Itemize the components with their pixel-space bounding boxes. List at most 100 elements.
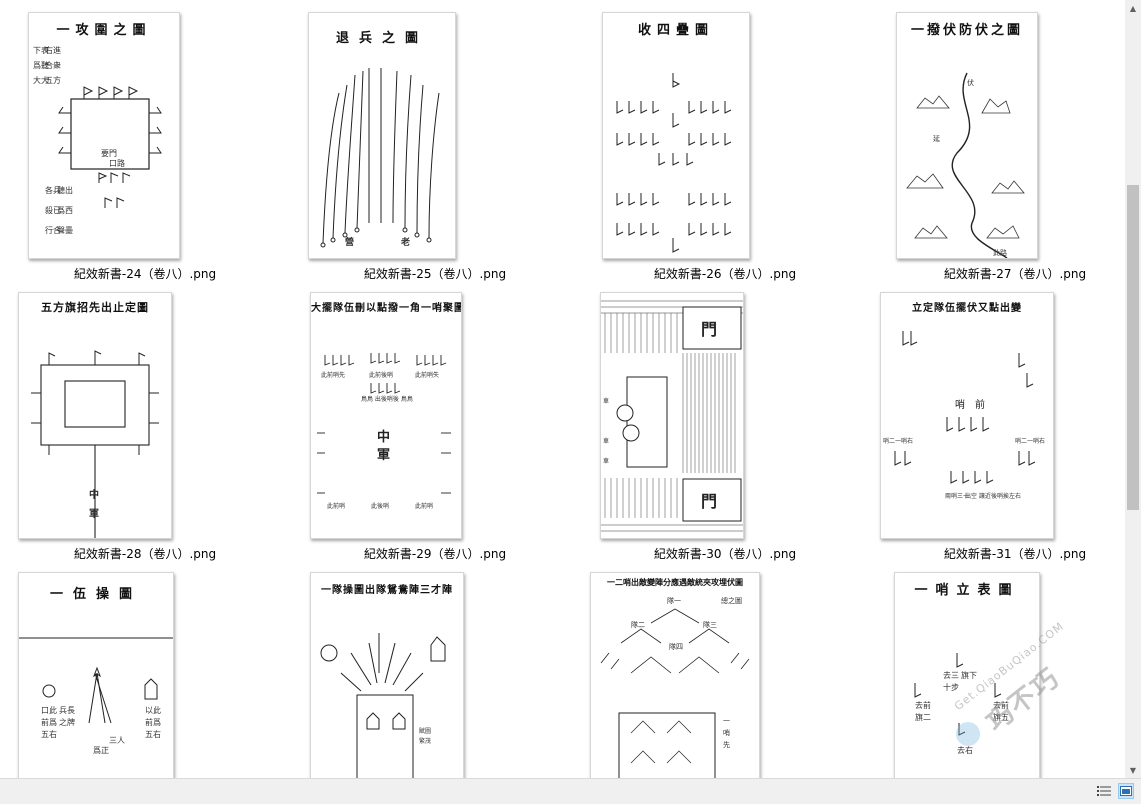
svg-text:隊四: 隊四: [669, 642, 683, 651]
thumbnail-title: 大擺隊伍刪以點撥一角一哨聚圖: [311, 303, 462, 314]
file-thumbnail[interactable]: 一攻圍之圖 下表爲聽大大 右進合衆五方 各兵殺已行合 聽出爲西聲壘: [28, 12, 180, 259]
svg-text:殺已: 殺已: [45, 205, 61, 215]
svg-text:隊二: 隊二: [631, 620, 645, 629]
thumbnail-title: 一二哨出敵變陣分應遇敵統夾攻埋伏圖: [607, 577, 743, 587]
svg-text:此路: 此路: [993, 248, 1007, 257]
large-icons-view-icon[interactable]: [1118, 783, 1134, 799]
svg-text:一: 一: [723, 717, 730, 725]
svg-text:賦圖: 賦圖: [419, 728, 431, 735]
file-item[interactable]: 立定隊伍擺伏又點出變 哨前 哨二一哨右哨二一哨右: [870, 280, 1125, 561]
svg-text:爲西: 爲西: [57, 205, 73, 215]
svg-text:哨: 哨: [955, 398, 965, 411]
svg-text:三人: 三人: [109, 736, 125, 745]
file-name-label[interactable]: 紀效新書-30（卷八）.png: [653, 547, 797, 561]
file-name-label[interactable]: 紀效新書-26（卷八）.png: [653, 267, 797, 281]
file-name-label[interactable]: 紀效新書-24（卷八）.png: [73, 267, 217, 281]
svg-text:前爲: 前爲: [41, 717, 57, 727]
file-item[interactable]: 一哨立表圖 去三十步旗下 去前旗二 去前旗五 去右: [870, 560, 1125, 778]
file-item[interactable]: 收四疊圖: [580, 0, 870, 281]
file-list-view: 一攻圍之圖 下表爲聽大大 右進合衆五方 各兵殺已行合 聽出爲西聲壘: [0, 0, 1125, 778]
svg-text:去前: 去前: [915, 700, 931, 710]
svg-text:車: 車: [603, 457, 609, 465]
file-item[interactable]: 五方旗招先出止定圖 中軍 紀效新書-28（卷八）.png: [0, 280, 290, 561]
scroll-up-icon[interactable]: ▲: [1129, 3, 1137, 13]
scroll-down-icon[interactable]: ▼: [1129, 765, 1137, 775]
svg-text:隊一: 隊一: [667, 596, 681, 605]
file-item[interactable]: 退兵之圖 營老: [290, 0, 580, 281]
svg-text:營: 營: [344, 236, 354, 248]
thumbnail-drawing: 營老: [320, 68, 440, 248]
file-thumbnail[interactable]: 一哨立表圖 去三十步旗下 去前旗二 去前旗五 去右: [894, 572, 1040, 778]
svg-text:先: 先: [723, 740, 730, 749]
svg-text:此前哨: 此前哨: [415, 502, 433, 510]
svg-text:爲正: 爲正: [93, 745, 109, 755]
thumbnail-drawing: 延 伏此路: [906, 72, 1025, 258]
svg-text:十步: 十步: [943, 682, 959, 692]
svg-text:五方: 五方: [45, 75, 61, 85]
file-name-label[interactable]: 紀效新書-28（卷八）.png: [73, 547, 217, 561]
svg-text:兵長: 兵長: [59, 705, 75, 715]
svg-text:前爲: 前爲: [145, 717, 161, 727]
file-name-label[interactable]: 紀效新書-29（卷八）.png: [363, 547, 507, 561]
svg-text:隊三: 隊三: [703, 620, 717, 629]
file-thumbnail[interactable]: 一伍操圖 口此前爲五右 兵長之牌 三人爲正 以此前爲五右: [18, 572, 174, 778]
svg-text:後哨挨左右: 後哨挨左右: [991, 492, 1021, 500]
thumbnail-title: 立定隊伍擺伏又點出變: [912, 303, 1022, 314]
svg-text:聲壘: 聲壘: [57, 226, 73, 235]
file-thumbnail[interactable]: 門門 車車車: [600, 292, 744, 539]
svg-text:總之圖: 總之圖: [721, 596, 742, 605]
svg-text:出空 讓近: 出空 讓近: [965, 492, 991, 500]
svg-text:門: 門: [701, 320, 717, 339]
svg-text:伏: 伏: [967, 78, 974, 87]
file-thumbnail[interactable]: 一二哨出敵變陣分應遇敵統夾攻埋伏圖 隊一隊二 隊三 隊四 總之圖: [590, 572, 760, 778]
file-item[interactable]: 大擺隊伍刪以點撥一角一哨聚圖 此前哨先此前後哨此前哨失 鳥鳥 出後哨後 鳥鳥 此…: [290, 280, 580, 561]
thumbnail-title: 一哨立表圖: [914, 583, 1020, 598]
thumbnail-drawing: 此前哨先此前後哨此前哨失 鳥鳥 出後哨後 鳥鳥 此前哨此後哨此前哨 中軍: [317, 353, 451, 510]
status-bar: [0, 778, 1141, 804]
thumbnail-title: 一隊操圖出隊鴛鴦陣三才陣: [321, 585, 453, 596]
vertical-scrollbar[interactable]: ▲ ▼: [1125, 0, 1141, 778]
thumbnail-title: 五方旗招先出止定圖: [41, 301, 149, 314]
file-item[interactable]: 一撥伏防伏之圖 延伏此路 紀效新書-27（卷八）.png: [870, 0, 1125, 281]
svg-text:之牌: 之牌: [59, 717, 75, 727]
thumbnail-drawing: 中軍: [31, 350, 159, 538]
svg-text:此前哨先: 此前哨先: [321, 371, 345, 379]
svg-text:要門: 要門: [101, 149, 117, 158]
svg-text:爲聽: 爲聽: [33, 60, 49, 70]
thumbnail-drawing: [616, 73, 732, 253]
file-item[interactable]: 一攻圍之圖 下表爲聽大大 右進合衆五方 各兵殺已行合 聽出爲西聲壘: [0, 0, 290, 281]
file-item[interactable]: 一二哨出敵變陣分應遇敵統夾攻埋伏圖 隊一隊二 隊三 隊四 總之圖: [580, 560, 870, 778]
svg-text:軍: 軍: [89, 508, 99, 520]
file-item[interactable]: 一伍操圖 口此前爲五右 兵長之牌 三人爲正 以此前爲五右: [0, 560, 290, 778]
file-thumbnail[interactable]: 收四疊圖: [602, 12, 750, 259]
scrollbar-thumb[interactable]: [1127, 185, 1139, 510]
file-name-label[interactable]: 紀效新書-25（卷八）.png: [363, 267, 507, 281]
file-thumbnail[interactable]: 五方旗招先出止定圖 中軍: [18, 292, 172, 539]
file-thumbnail[interactable]: 立定隊伍擺伏又點出變 哨前 哨二一哨右哨二一哨右: [880, 292, 1054, 539]
svg-text:去右: 去右: [957, 745, 973, 755]
svg-text:門: 門: [701, 492, 717, 511]
details-view-icon[interactable]: [1096, 783, 1112, 799]
file-thumbnail[interactable]: 大擺隊伍刪以點撥一角一哨聚圖 此前哨先此前後哨此前哨失 鳥鳥 出後哨後 鳥鳥 此…: [310, 292, 462, 539]
svg-text:以此: 以此: [145, 705, 161, 715]
file-item[interactable]: 門門 車車車 紀效新書-30（卷八）.png: [580, 280, 870, 561]
svg-text:哨二一哨右: 哨二一哨右: [1015, 437, 1045, 445]
svg-text:鳥鳥 出後哨後 鳥鳥: 鳥鳥 出後哨後 鳥鳥: [361, 395, 413, 403]
file-thumbnail[interactable]: 一隊操圖出隊鴛鴦陣三才陣 賦圖繁茂: [310, 572, 464, 778]
file-name-label[interactable]: 紀效新書-31（卷八）.png: [943, 547, 1087, 561]
thumbnail-drawing: 門門 車車車: [601, 293, 743, 538]
svg-text:口路: 口路: [109, 158, 125, 168]
svg-text:此後哨: 此後哨: [371, 502, 389, 510]
file-name-label[interactable]: 紀效新書-27（卷八）.png: [943, 267, 1087, 281]
file-thumbnail[interactable]: 一撥伏防伏之圖 延伏此路: [896, 12, 1038, 259]
svg-text:五右: 五右: [41, 729, 57, 739]
file-item[interactable]: 一隊操圖出隊鴛鴦陣三才陣 賦圖繁茂: [290, 560, 580, 778]
svg-text:延: 延: [933, 134, 940, 143]
file-thumbnail[interactable]: 退兵之圖 營老: [308, 12, 456, 259]
svg-text:下表: 下表: [33, 45, 49, 55]
svg-text:去前: 去前: [993, 700, 1009, 710]
svg-text:去三: 去三: [943, 670, 959, 680]
